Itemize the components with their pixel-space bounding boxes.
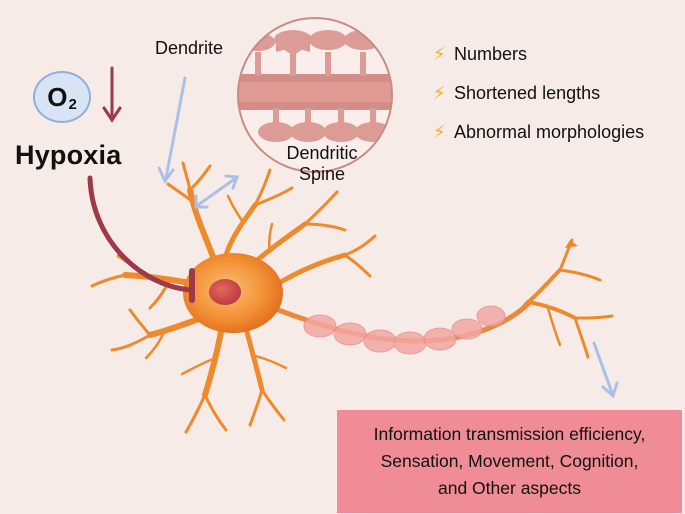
oxygen-decrease-arrow [102,66,122,123]
axon-terminals [523,238,614,359]
outcome-text: Information transmission efficiency, Sen… [373,424,646,498]
dendrite-label: Dendrite [155,38,224,58]
zoom-arrow [194,174,240,209]
dendritic-spine-magnifier [237,17,393,173]
lightning-bolt-icon: ⚡ [433,82,446,103]
effect-item: ⚡ Shortened lengths [433,83,644,103]
lower-spines [258,108,391,142]
nucleus [209,279,241,305]
oxygen-subscript: 2 [68,95,77,113]
effect-label: Shortened lengths [454,82,601,103]
lightning-bolt-icon: ⚡ [433,43,446,64]
oxygen-symbol-text: O [47,81,68,112]
dendrite-branches [90,161,377,434]
myelin-sheaths [303,305,506,355]
outcome-box: Information transmission efficiency, Sen… [337,410,682,513]
dendrite-pointer-arrow [157,76,187,184]
dendritic-spine-label: Dendritic Spine [286,143,358,184]
hypoxia-inhibition-arrow [87,175,195,303]
effect-label: Numbers [454,43,528,64]
axon [264,238,614,359]
neuron-soma [183,253,283,333]
lightning-bolt-icon: ⚡ [433,121,446,142]
effect-item: ⚡ Numbers [433,44,644,64]
effect-label: Abnormal morphologies [454,121,645,142]
outcome-arrow [592,341,619,399]
spine-effects-list: ⚡ Numbers ⚡ Shortened lengths ⚡ Abnormal… [433,44,644,161]
effect-item: ⚡ Abnormal morphologies [433,122,644,142]
hypoxia-label: Hypoxia [15,140,122,170]
